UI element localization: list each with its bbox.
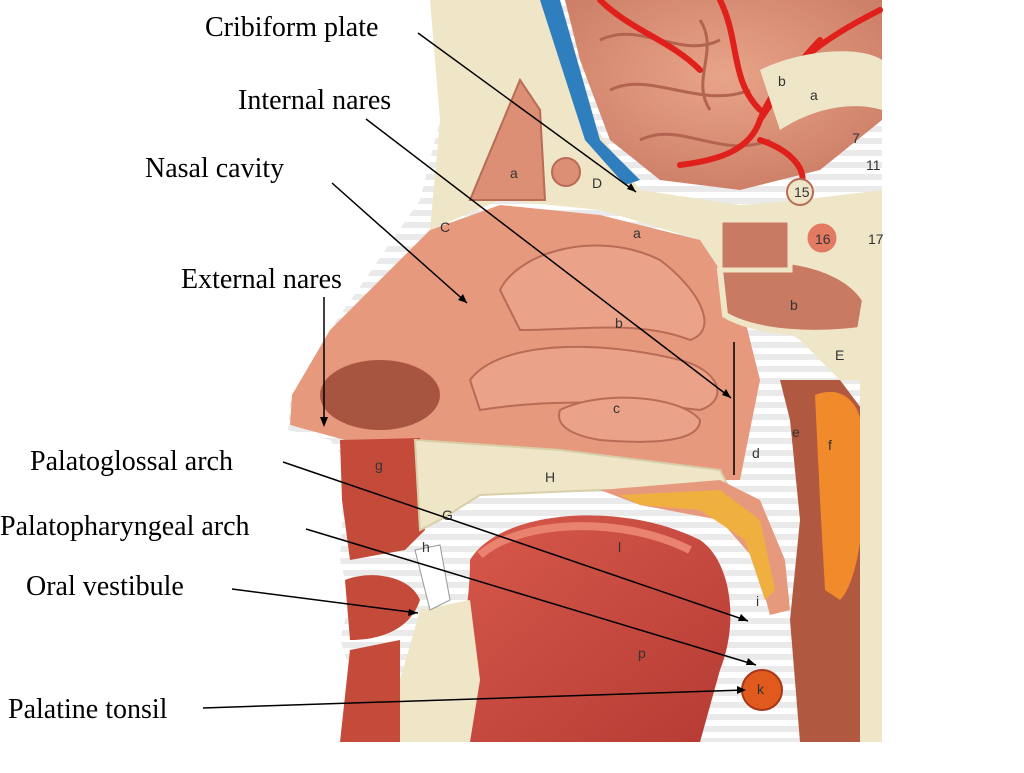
mark-c-turbinate: c: [613, 400, 620, 416]
dura-stripe: [540, 0, 640, 185]
mark-b-brain: b: [778, 73, 786, 89]
leader-palatopharyngeal-arch: [305, 528, 757, 666]
arrowhead-internal-nares: [722, 389, 731, 398]
leader-oral-vestibule: [231, 588, 419, 614]
mark-f: f: [828, 437, 832, 453]
arrowhead-cribiform: [627, 183, 636, 192]
mark-E: E: [835, 347, 844, 363]
mark-h: h: [422, 539, 430, 555]
label-cribiform-plate: Cribiform plate: [205, 12, 379, 43]
mark-a-brain: a: [810, 87, 818, 103]
mark-p: p: [638, 645, 646, 661]
prevertebral-strip: [815, 391, 862, 600]
arrowhead-palatine-tonsil: [737, 686, 746, 694]
mark-e: e: [792, 424, 800, 440]
leader-arrowheads: [320, 183, 756, 694]
mark-a-sinus: a: [510, 165, 518, 181]
mark-16: 16: [815, 231, 831, 247]
arrowhead-nasal-cavity: [458, 294, 467, 303]
leader-cribiform-plate: [417, 32, 637, 193]
mark-d: d: [752, 445, 760, 461]
leader-palatine-tonsil: [202, 689, 745, 709]
mandible: [400, 600, 480, 742]
mark-17: 17: [868, 231, 884, 247]
tongue-surface: [477, 522, 692, 559]
middle-turbinate: [468, 345, 719, 412]
label-nasal-cavity: Nasal cavity: [145, 153, 285, 184]
arrowhead-oral-vestibule: [408, 609, 418, 616]
mark-g: g: [375, 457, 383, 473]
mark-G: G: [442, 507, 453, 523]
lower-lip: [345, 575, 420, 640]
tongue: [440, 515, 731, 742]
leader-internal-nares: [365, 118, 732, 399]
soft-palate-cartilage: [620, 490, 775, 600]
leader-palatoglossal-arch: [282, 461, 749, 622]
incisor: [414, 544, 451, 611]
upper-lip: [340, 438, 425, 560]
arrowhead-external-nares: [320, 417, 328, 427]
corpus-callosum: [760, 51, 882, 130]
superior-turbinate: [498, 244, 706, 342]
mark-C: C: [440, 219, 450, 235]
label-oral-vestibule: Oral vestibule: [26, 571, 184, 602]
sinus-cell: [551, 157, 581, 187]
pituitary: [804, 220, 840, 256]
mark-a-turbinate: a: [633, 225, 641, 241]
mark-b-turbinate: b: [615, 315, 623, 331]
inferior-turbinate: [558, 396, 702, 443]
vertebra: [860, 380, 882, 742]
chin-muscle: [340, 640, 400, 742]
label-palatoglossal-arch: Palatoglossal arch: [30, 446, 233, 477]
frontal-sinus: [468, 77, 547, 201]
leader-lines: [202, 32, 757, 709]
mark-H: H: [545, 469, 555, 485]
model-marks: a D C a b c b E d e f g H G h l i p k b …: [375, 73, 884, 697]
mark-D: D: [592, 175, 602, 191]
label-palatopharyngeal-arch: Palatopharyngeal arch: [0, 511, 250, 542]
brainstem-ring: [786, 178, 814, 206]
mark-i: i: [756, 593, 759, 609]
nostril-vestibule: [320, 360, 440, 430]
mark-l: l: [618, 539, 621, 555]
sella-chamber: [717, 217, 793, 273]
face-profile: [285, 0, 470, 742]
mark-7: 7: [852, 130, 860, 146]
mark-k: k: [757, 681, 765, 697]
label-external-nares: External nares: [181, 264, 342, 295]
arrowhead-palatoglossal: [738, 614, 748, 621]
arrowhead-palatopharyngeal: [746, 658, 756, 665]
mark-b-sinus: b: [790, 297, 798, 313]
label-palatine-tonsil: Palatine tonsil: [8, 694, 168, 725]
mark-15: 15: [794, 184, 810, 200]
label-internal-nares: Internal nares: [238, 85, 392, 116]
leader-nasal-cavity: [331, 182, 468, 304]
mark-11: 11: [866, 157, 881, 173]
